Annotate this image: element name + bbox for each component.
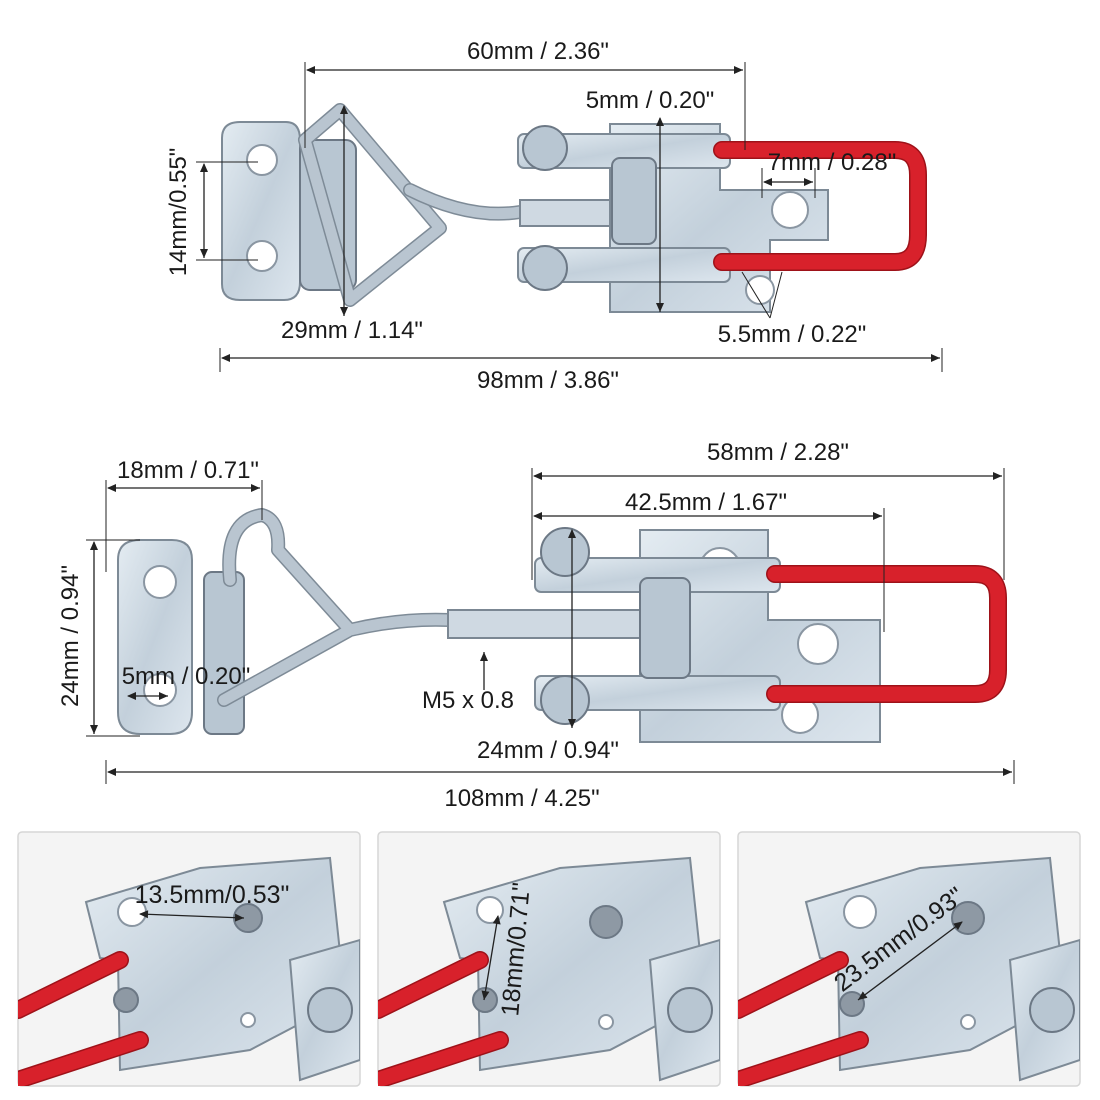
- top-dim-label-hole-spacing: 14mm/0.55": [165, 148, 192, 277]
- detail-label-1: 13.5mm/0.53": [135, 881, 290, 909]
- top-rivet-upper: [522, 125, 568, 171]
- top-dim-label-total-length: 98mm / 3.86": [477, 367, 619, 394]
- top-rivet-lower: [522, 245, 568, 291]
- top-base-hole-2: [771, 191, 809, 229]
- bottom-dim-label-thread: M5 x 0.8: [422, 687, 514, 714]
- top-dimensions: 60mm / 2.36" 5mm / 0.20" 7mm / 0.28" 14m…: [165, 38, 943, 394]
- bottom-dim-label-total-length: 108mm / 4.25": [444, 785, 599, 812]
- bottom-red-handle: [767, 566, 1006, 702]
- top-dim-label-plate-thickness: 5mm / 0.20": [586, 87, 715, 114]
- bottom-dim-label-hole-dia: 5mm / 0.20": [122, 663, 251, 690]
- bottom-dim-label-plate-width: 18mm / 0.71": [117, 457, 259, 484]
- top-plate-hole-upper: [246, 144, 278, 176]
- bottom-latch: [117, 508, 1007, 743]
- top-plate-hole-lower: [246, 240, 278, 272]
- detail-photo-3: 23.5mm/0.93": [737, 831, 1081, 1087]
- top-dim-label-hook-height: 29mm / 1.14": [281, 317, 423, 344]
- detail-photo-1: 13.5mm/0.53": [17, 831, 361, 1087]
- top-latch: [221, 103, 927, 313]
- top-dim-label-hook-width: 60mm / 2.36": [467, 38, 609, 65]
- bottom-rivet-upper: [540, 527, 590, 577]
- bottom-dimensions: 18mm / 0.71" 58mm / 2.28" 42.5mm / 1.67"…: [57, 439, 1015, 812]
- top-pivot-barrel: [611, 157, 657, 245]
- top-base-hole-3: [745, 275, 775, 305]
- bottom-pivot-barrel: [639, 577, 691, 679]
- bottom-threaded-rod: [447, 609, 649, 639]
- top-red-handle: [714, 142, 926, 270]
- bottom-hook-sleeve: [203, 571, 245, 735]
- bottom-dim-label-handle-length: 42.5mm / 1.67": [625, 489, 787, 516]
- bottom-dim-label-latch-length: 58mm / 2.28": [707, 439, 849, 466]
- bottom-dim-label-base-height: 24mm / 0.94": [477, 737, 619, 764]
- top-dim-label-slot: 7mm / 0.28": [768, 149, 897, 176]
- bottom-dim-label-plate-height: 24mm / 0.94": [57, 565, 84, 707]
- bottom-rivet-lower: [540, 675, 590, 725]
- bottom-base-hole-2: [797, 623, 839, 665]
- detail-photo-2: 18mm/0.71": [377, 831, 721, 1087]
- bottom-wire-hook: [218, 509, 456, 706]
- top-dim-label-hole-dia: 5.5mm / 0.22": [718, 321, 867, 348]
- bottom-plate-hole-upper: [143, 565, 177, 599]
